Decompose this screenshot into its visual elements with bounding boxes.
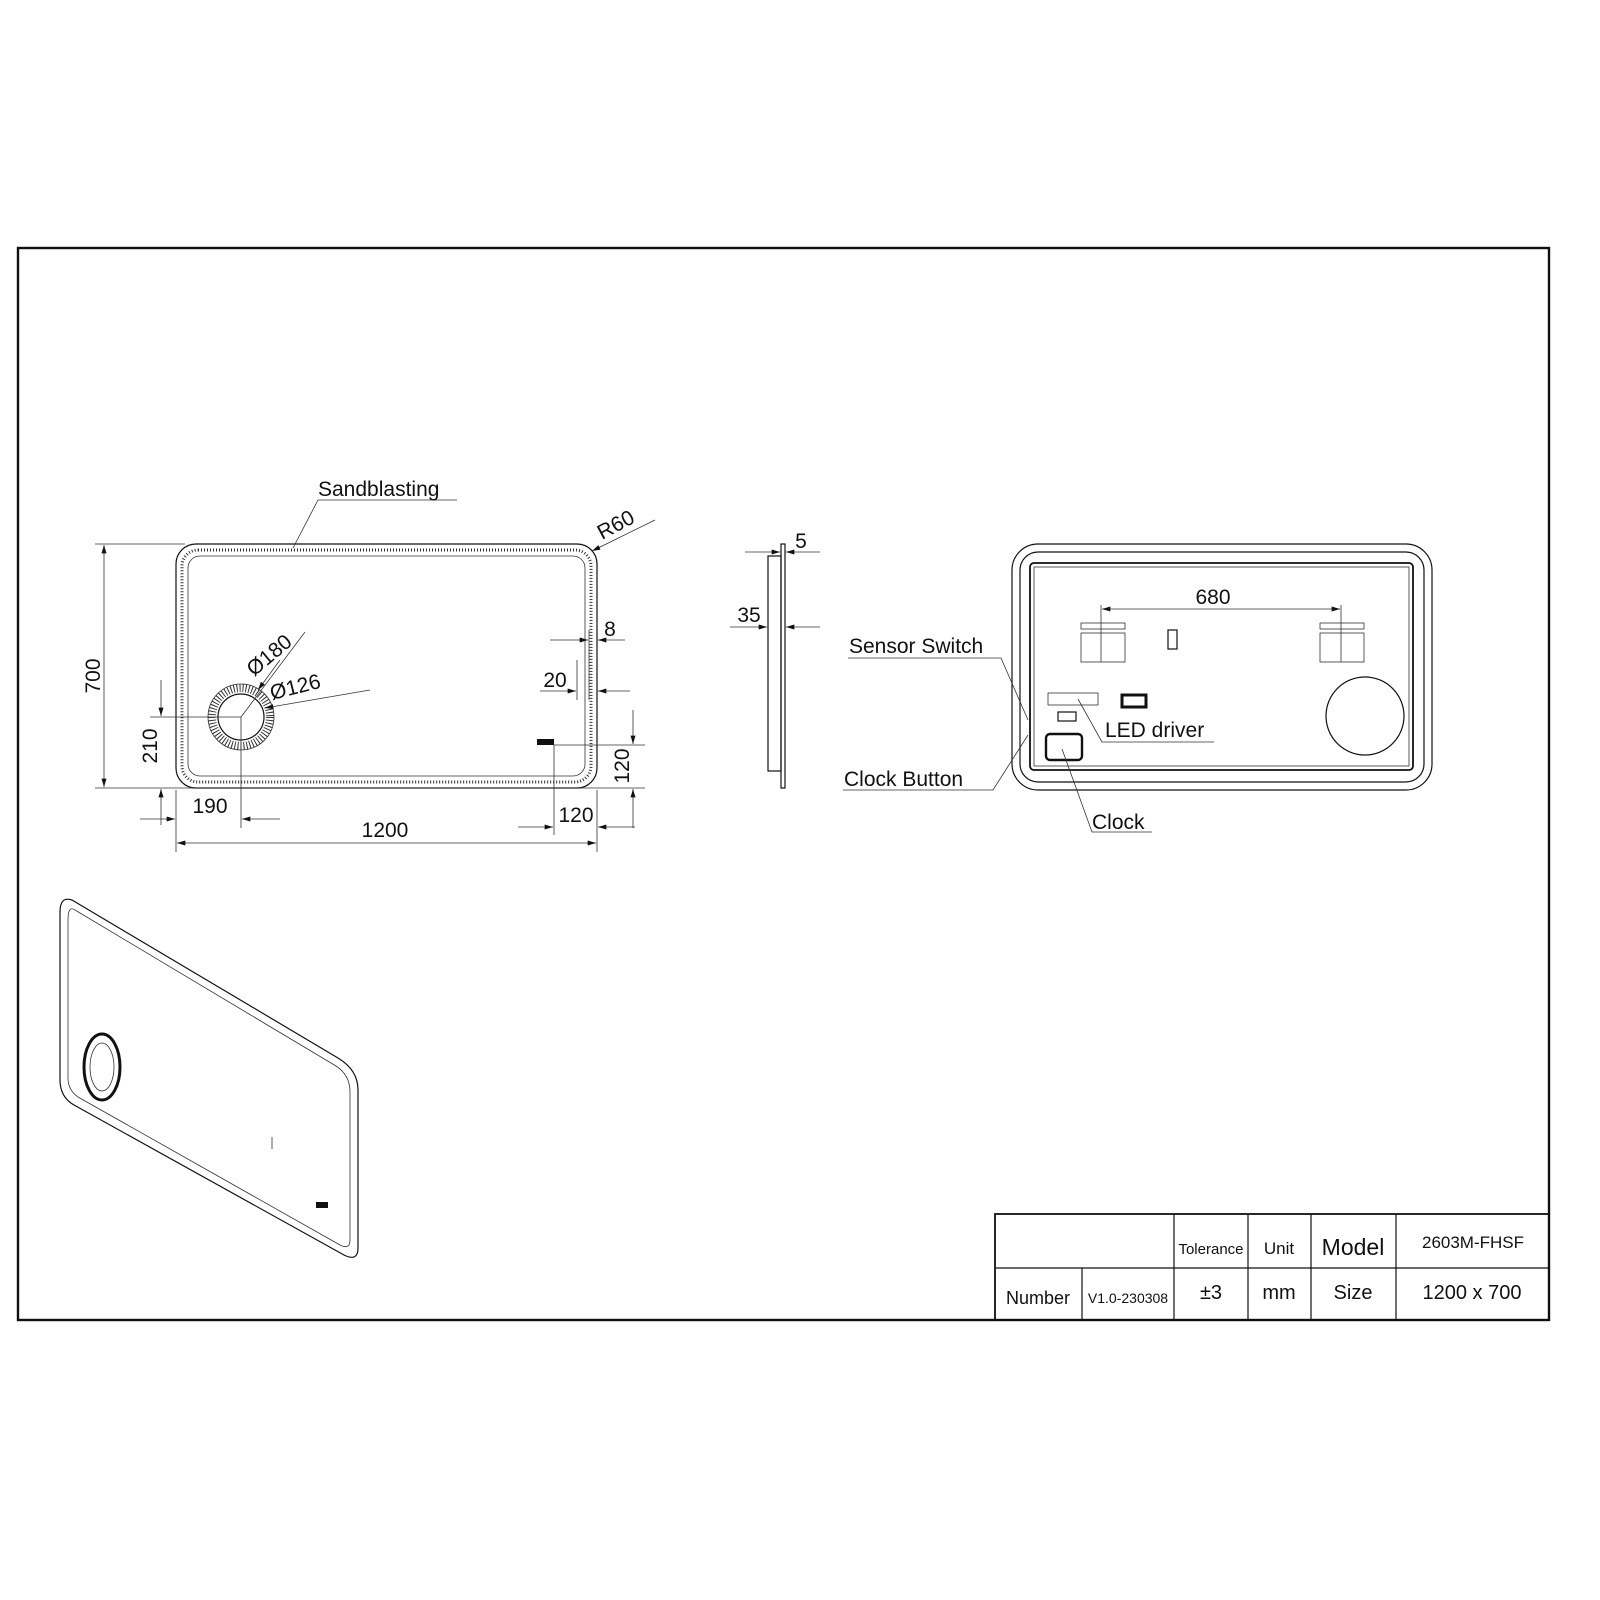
dim-button-x: 120: [558, 804, 593, 827]
dim-border-width: 8: [604, 618, 616, 641]
led-driver-component: [1047, 692, 1099, 706]
dim-circle-height: 210: [139, 728, 162, 763]
label-led-driver: LED driver: [1105, 719, 1204, 742]
label-clock-button: Clock Button: [844, 768, 963, 791]
tolerance-label: Tolerance: [1178, 1241, 1243, 1258]
dim-glass: 5: [795, 530, 807, 553]
tolerance-value: ±3: [1200, 1282, 1222, 1304]
number-label: Number: [1006, 1288, 1070, 1308]
title-block: Tolerance Unit Model 2603M-FHSF Number V…: [994, 1213, 1550, 1321]
label-sandblasting: Sandblasting: [318, 478, 439, 501]
unit-label: Unit: [1264, 1239, 1295, 1258]
clock-component: [1044, 732, 1084, 762]
dim-depth: 35: [737, 604, 760, 627]
dim-border-offset: 20: [543, 669, 566, 692]
number-value: V1.0-230308: [1088, 1290, 1168, 1306]
dim-button-height: 120: [611, 748, 634, 783]
label-sensor-switch: Sensor Switch: [849, 635, 983, 658]
dim-bracket-spacing: 680: [1195, 586, 1230, 609]
label-clock: Clock: [1092, 811, 1145, 834]
magnifier-back: [1325, 676, 1405, 756]
dim-width: 1200: [362, 819, 409, 842]
unit-value: mm: [1262, 1282, 1295, 1304]
dim-circle-x: 190: [192, 795, 227, 818]
dim-height: 700: [82, 658, 105, 693]
model-label: Model: [1322, 1234, 1385, 1260]
label-r60: R60: [594, 506, 639, 544]
model-value: 2603M-FHSF: [1422, 1233, 1524, 1252]
sandblasting-border: [180, 548, 593, 784]
drawing-frame: [16, 246, 1551, 1322]
mirror-outline: [175, 543, 598, 789]
side-view: 5 35: [730, 530, 820, 789]
back-view: 680 Sensor Switch Clock Button LED drive…: [843, 543, 1433, 834]
size-value: 1200 x 700: [1423, 1282, 1522, 1304]
front-view: Sandblasting R60 Ø180 Ø126 700 210 190 1…: [82, 478, 656, 852]
label-diam-180: Ø180: [242, 630, 296, 681]
perspective-view: [59, 898, 359, 1258]
size-label: Size: [1334, 1282, 1373, 1304]
touch-button: [537, 739, 554, 745]
